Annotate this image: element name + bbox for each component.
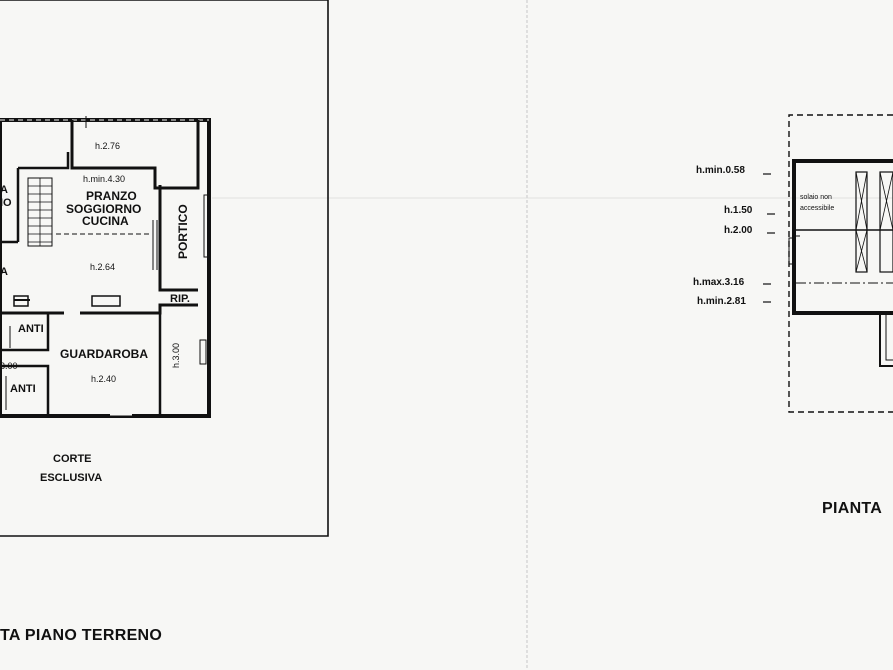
room-left-fragment-a2: A: [0, 266, 8, 278]
ground-floor-plan: [0, 0, 329, 537]
room-portico: PORTICO: [176, 204, 190, 259]
height-min-058: h.min.0.58: [696, 165, 745, 176]
court-label-line2: ESCLUSIVA: [40, 472, 102, 484]
room-guardaroba: GUARDAROBA: [60, 347, 148, 361]
ground-floor-title: TA PIANO TERRENO: [0, 627, 162, 644]
height-stair-min: h.min.4.30: [83, 174, 125, 184]
upper-floor-title: PIANTA: [822, 500, 882, 517]
room-anti-lower: ANTI: [10, 383, 36, 395]
attic-note-line1: solaio non: [800, 194, 832, 201]
attic-note-line2: accessibile: [800, 205, 834, 212]
height-left-fragment: 3.00: [0, 361, 18, 371]
room-left-fragment-a: A: [0, 184, 8, 196]
height-living: h.2.64: [90, 262, 115, 272]
room-left-fragment-io: IO: [0, 197, 12, 209]
upper-floor-plan: [788, 114, 893, 413]
height-200: h.2.00: [724, 225, 753, 236]
room-rip: RIP.: [170, 293, 190, 305]
height-150: h.1.50: [724, 205, 753, 216]
height-min-281: h.min.2.81: [697, 296, 746, 307]
court-label-line1: CORTE: [53, 453, 92, 465]
room-anti-upper: ANTI: [18, 323, 44, 335]
building-outline: [0, 118, 211, 418]
room-cucina: CUCINA: [82, 214, 129, 228]
upper-floor-walls: [792, 159, 893, 315]
height-portico-side: h.3.00: [171, 343, 181, 368]
room-soggiorno: SOGGIORNO: [66, 202, 141, 216]
room-pranzo: PRANZO: [86, 189, 137, 203]
height-max-316: h.max.3.16: [693, 277, 745, 288]
height-guardaroba: h.2.40: [91, 374, 116, 384]
height-leader-ticks: [763, 173, 775, 303]
height-top-room: h.2.76: [95, 141, 120, 151]
lot-boundary: [0, 0, 329, 537]
